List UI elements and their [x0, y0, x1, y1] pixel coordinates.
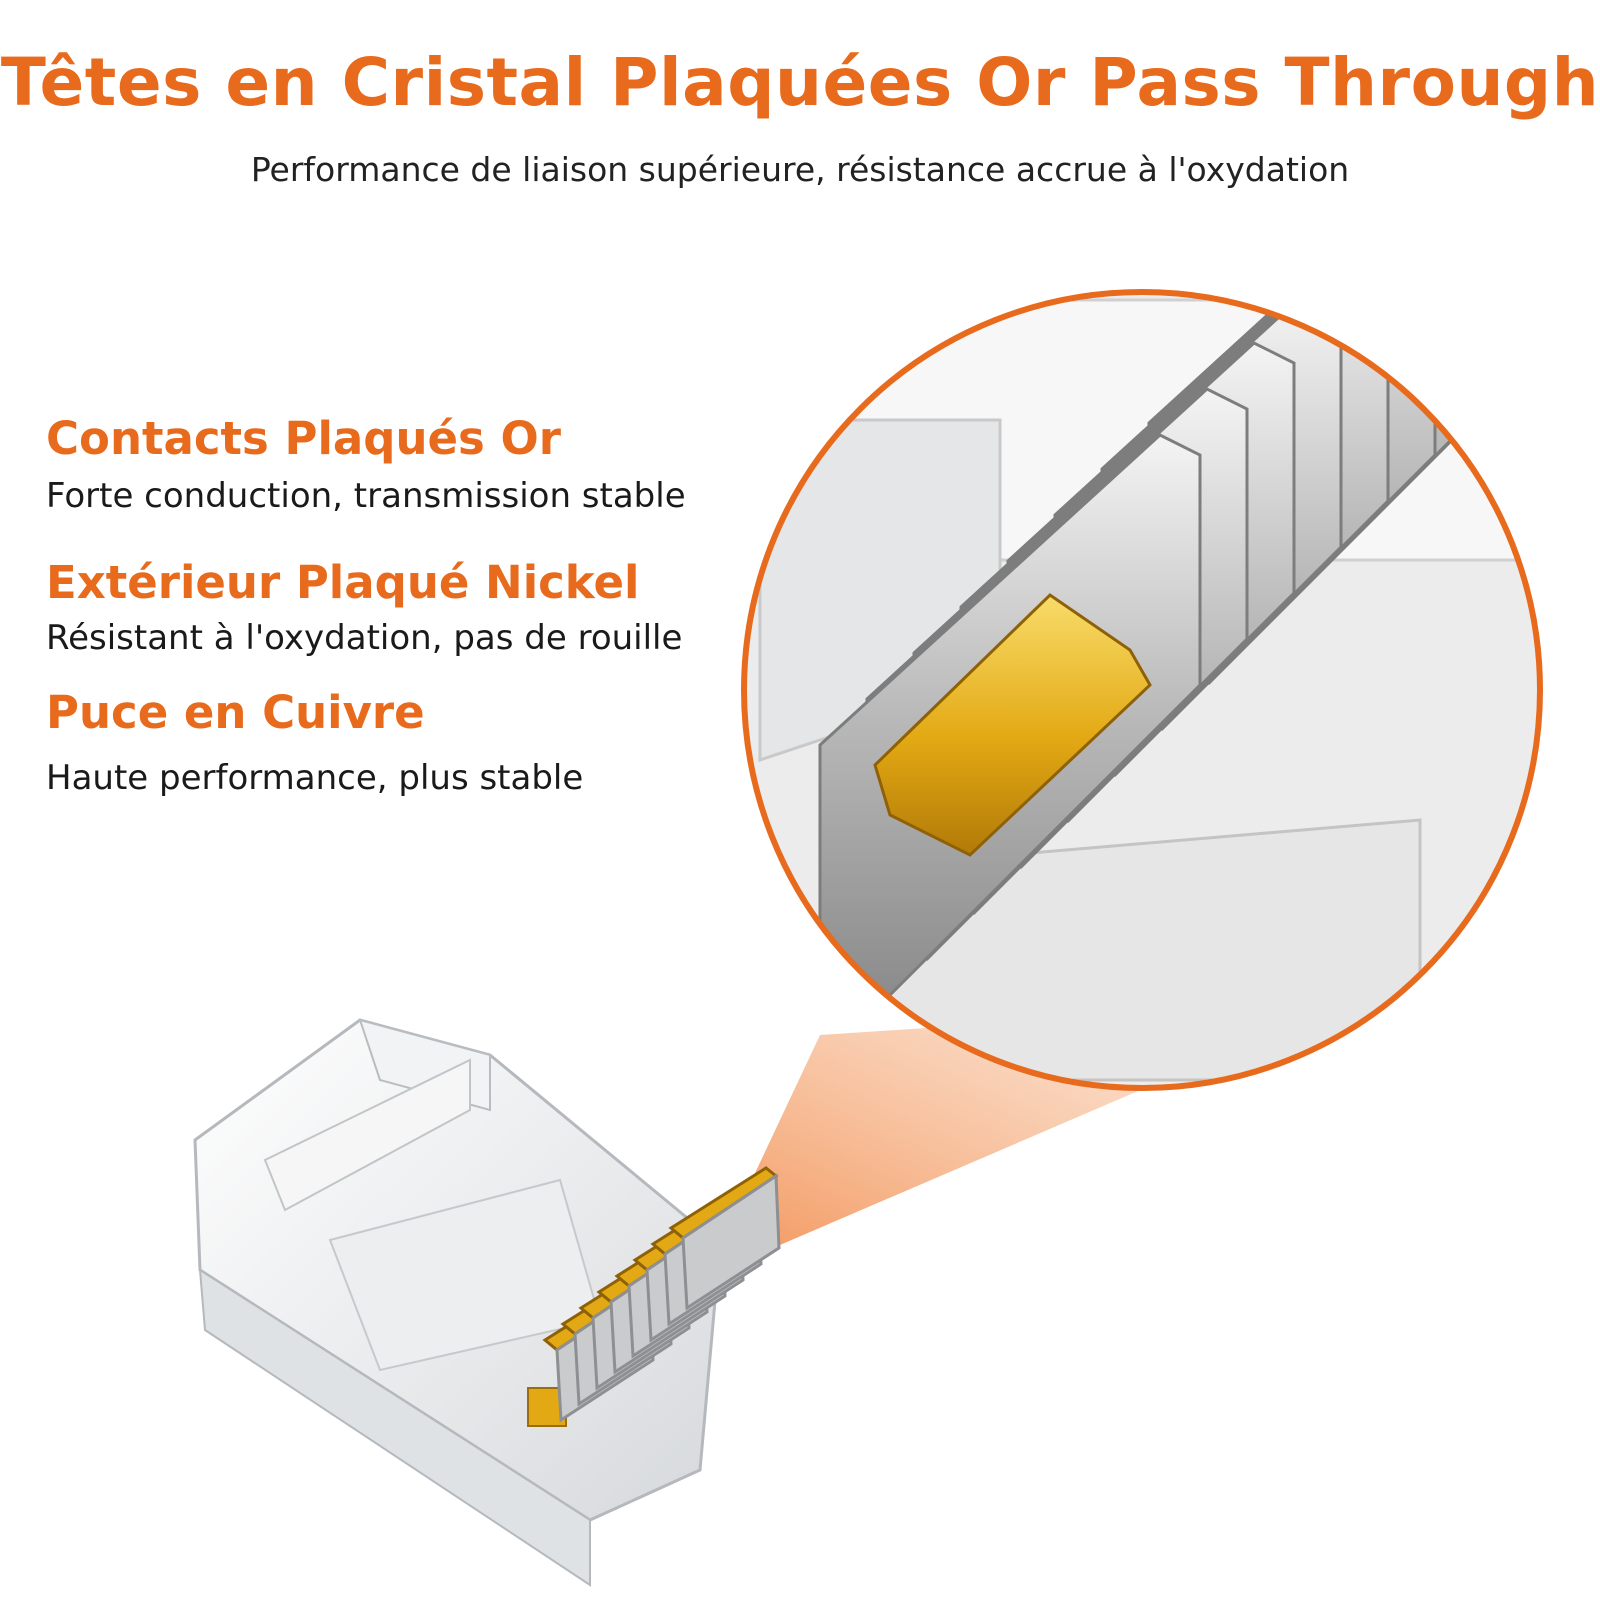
feature-heading-nickel-exterior: Extérieur Plaqué Nickel	[46, 556, 640, 609]
feature-desc-nickel-exterior: Résistant à l'oxydation, pas de rouille	[46, 618, 683, 658]
page-subtitle: Performance de liaison supérieure, résis…	[250, 150, 1350, 189]
small-contact-fin	[681, 1173, 781, 1311]
page-title: Têtes en Cristal Plaquées Or Pass Throug…	[0, 44, 1600, 121]
rj45-connector-image	[193, 1018, 781, 1587]
gold-contact-plate	[873, 593, 1152, 857]
zoom-circle-border	[741, 289, 1543, 1091]
gold-contacts-zoom-image	[744, 292, 1540, 1088]
feature-desc-gold-contacts: Forte conduction, transmission stable	[46, 476, 686, 516]
feature-heading-gold-contacts: Contacts Plaqués Or	[46, 412, 561, 465]
feature-desc-copper-chip: Haute performance, plus stable	[46, 758, 584, 798]
feature-heading-copper-chip: Puce en Cuivre	[46, 686, 425, 739]
zoom-beam	[700, 1000, 1350, 1290]
